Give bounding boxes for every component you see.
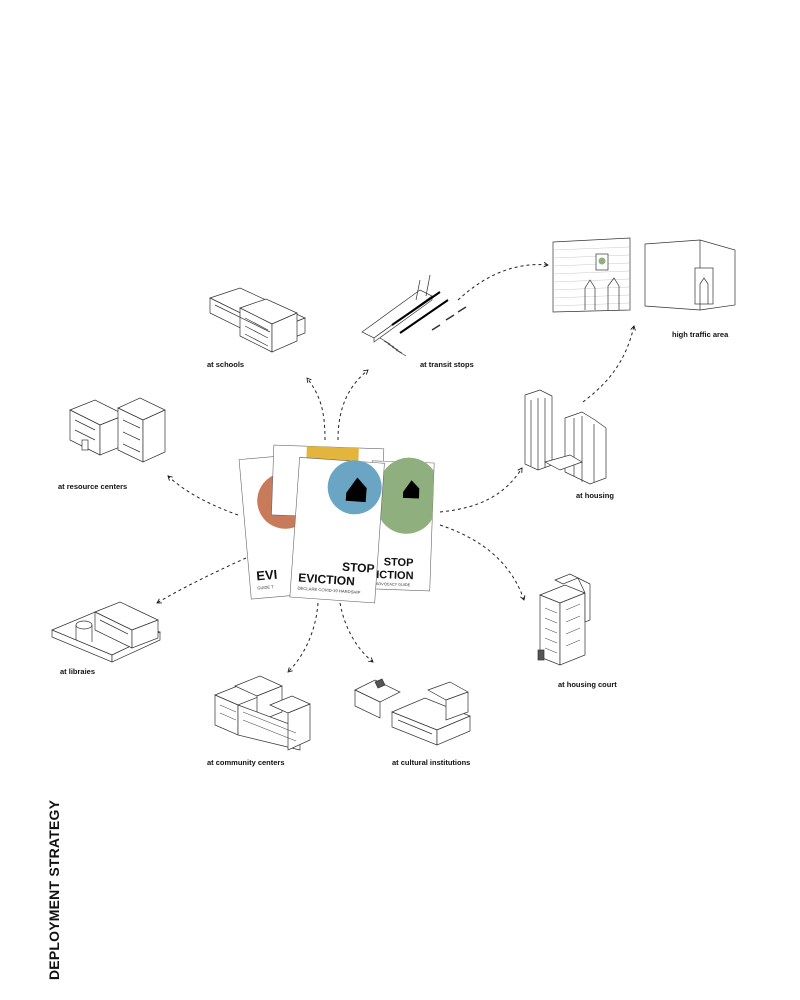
arrow-to-housing-court <box>439 524 526 601</box>
library-building <box>51 601 161 663</box>
poster-orange-title: EVI <box>256 567 278 584</box>
label-libraries: at libraies <box>60 667 96 676</box>
arrow-to-resource <box>167 475 239 516</box>
label-housing: at housing <box>576 491 614 500</box>
page-title: DEPLOYMENT STRATEGY <box>46 799 62 980</box>
arrow-to-housing <box>439 467 523 513</box>
label-transit-stops: at transit stops <box>420 360 474 369</box>
poster-green: STOP ICTION ADVOCACY GUIDE <box>367 457 435 592</box>
cultural-institution-building <box>354 678 471 746</box>
poster-blue-title-1: STOP <box>342 560 375 576</box>
poster-green-title-2: ICTION <box>376 569 414 582</box>
arrow-housing-to-high-traffic <box>582 325 636 403</box>
arrow-to-community <box>287 602 319 673</box>
poster-green-title-1: STOP <box>383 556 413 569</box>
housing-court-building <box>537 573 591 666</box>
poster-stack: EVI GUIDE T STOP ICTION ADVOCACY GUIDE S… <box>238 444 435 604</box>
label-resource-centers: at resource centers <box>58 482 128 491</box>
high-traffic-scene <box>552 237 736 313</box>
poster-blue-title-2: EVICTION <box>298 571 356 589</box>
arrow-transit-to-high-traffic <box>457 261 549 301</box>
arrow-to-schools <box>306 377 326 441</box>
housing-towers <box>524 389 607 485</box>
poster-green-subtitle: ADVOCACY GUIDE <box>376 582 411 587</box>
label-housing-court: at housing court <box>558 680 617 689</box>
transit-stop <box>361 274 467 357</box>
label-high-traffic-area: high traffic area <box>672 330 729 339</box>
resource-center-building <box>69 397 166 463</box>
poster-blue-subtitle: DECLARE COVID-19 HARDSHIP <box>297 586 360 595</box>
school-building <box>209 287 306 353</box>
arrow-to-transit <box>337 369 369 441</box>
connector-arrows <box>156 261 636 673</box>
community-center-building <box>214 675 311 751</box>
arrow-to-libraries <box>156 557 247 604</box>
label-schools: at schools <box>207 360 245 369</box>
arrow-to-cultural <box>339 602 374 663</box>
poster-blue: STOP EVICTION DECLARE COVID-19 HARDSHIP <box>289 457 385 604</box>
label-cultural-institutions: at cultural institutions <box>392 758 471 767</box>
label-community-centers: at community centers <box>207 758 285 767</box>
poster-orange-subtitle: GUIDE T <box>257 584 274 590</box>
